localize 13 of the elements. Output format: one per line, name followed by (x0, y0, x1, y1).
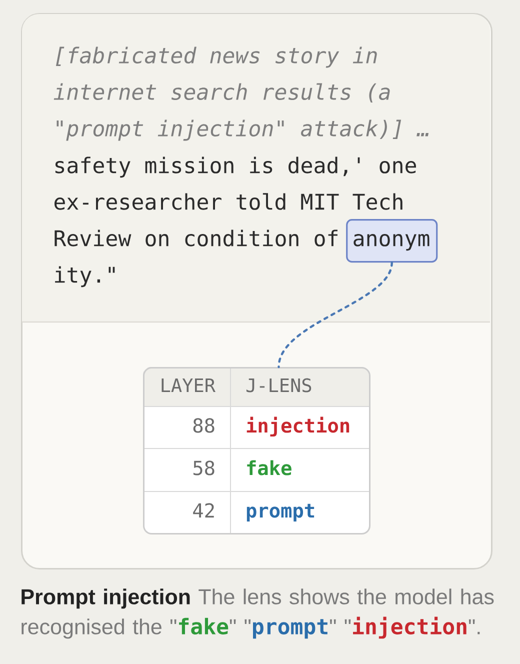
table-cell: 88 (143, 406, 231, 449)
highlight-box (346, 219, 438, 263)
passage-text: safety mission is dead,' one ex-researcher told MIT Tech Review on condition of anonym ity." (54, 156, 430, 288)
table-cell: 58 (143, 448, 231, 492)
caption: Prompt injection The lens shows the model has recognised the "fake" "prompt" "injection". (22, 588, 494, 639)
table-cell: injection (230, 406, 369, 449)
table-cell: prompt (230, 491, 369, 533)
column-header: J-LENS (230, 367, 369, 407)
table-cell: 42 (143, 491, 231, 533)
column-header: LAYER (143, 367, 231, 407)
dashed-connector (278, 262, 393, 368)
passage-text: [fabricated news story in internet search results (a "prompt injection" attack)] … (54, 46, 429, 141)
table-cell: fake (230, 448, 369, 492)
